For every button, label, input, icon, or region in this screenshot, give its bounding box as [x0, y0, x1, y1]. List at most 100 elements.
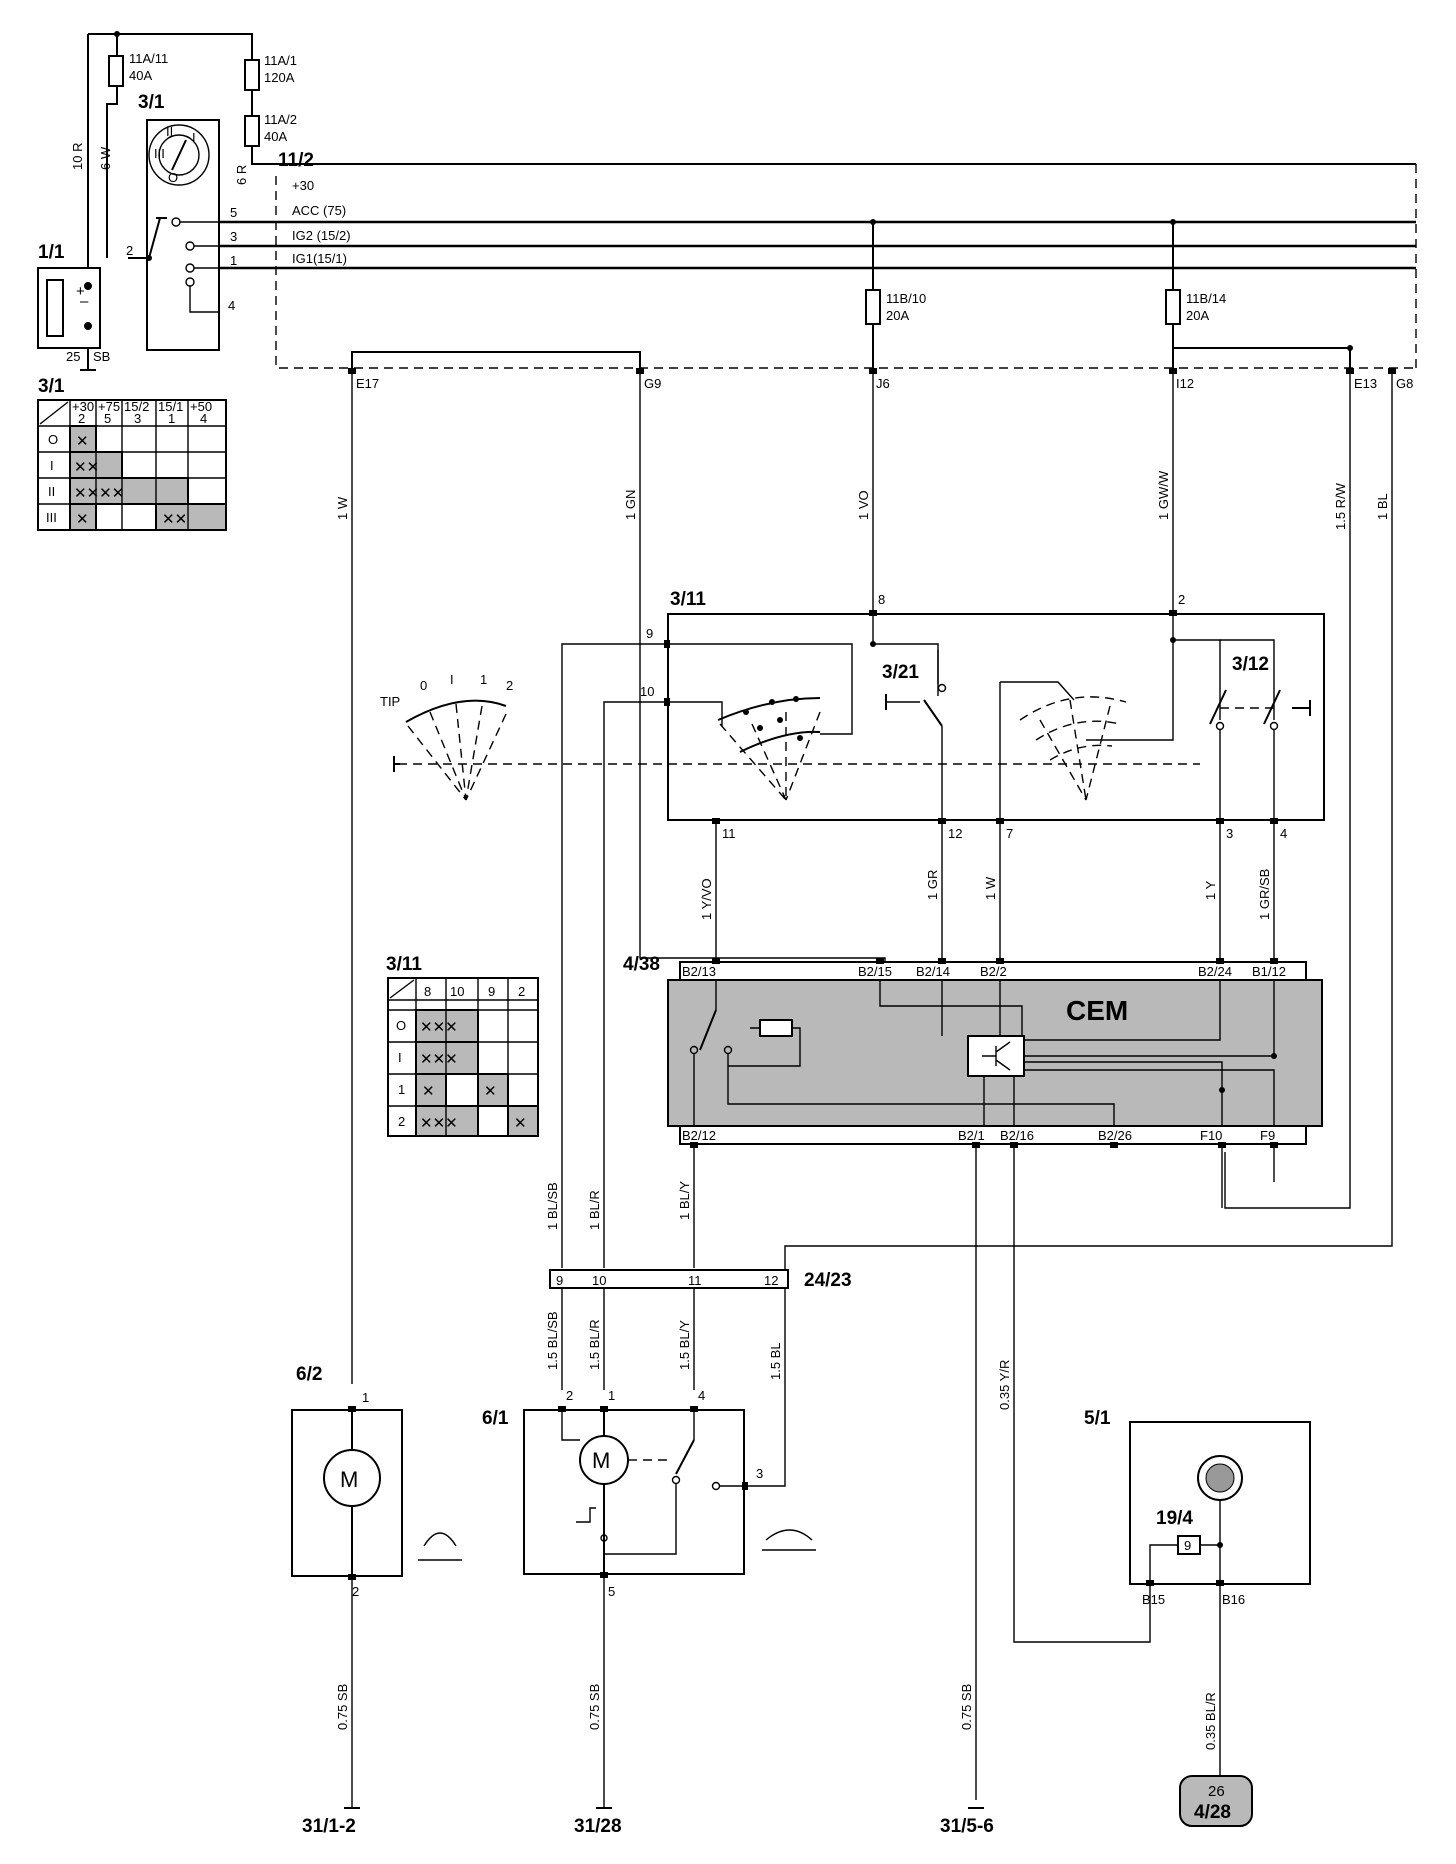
- pin-b224: B2/24: [1198, 964, 1232, 979]
- wiper-pin-5: 5: [608, 1584, 615, 1599]
- harness-verticals: 1 W 1 GN 1 VO 1 GW/W 1.5 R/W 1 BL: [335, 374, 1393, 1384]
- ignition-table-title: 3/1: [38, 376, 65, 397]
- cem-to-connector: 1 BL/SB 1 BL/R 1 BL/Y 0.35 Y/R: [545, 1148, 1275, 1800]
- pos-0: 0: [420, 678, 427, 693]
- switch-312-ref: 3/12: [1232, 654, 1269, 675]
- ignition-pin-3: 3: [230, 229, 237, 244]
- wire-6r-label: 6 R: [234, 165, 249, 185]
- wt-h2: 10: [450, 984, 464, 999]
- pin-b213: B2/13: [682, 964, 716, 979]
- stalk-pin-2: 2: [1178, 592, 1185, 607]
- cem-module: 4/38 CEM B2/13 B2/15 B2/14 B2/2 B2/24 B1…: [623, 954, 1323, 1148]
- ign-h3b: 3: [134, 411, 141, 426]
- fuse-11a2: [244, 115, 260, 147]
- wire-6w-label: 6 W: [98, 146, 113, 170]
- wiper-motor: 6/1 2 1 4 3 5 M 0.75 SB 31/28: [482, 1388, 816, 1837]
- washer-motor-ref: 6/2: [296, 1364, 322, 1385]
- conn-pin-9: 9: [556, 1273, 563, 1288]
- fuse-11b14-rating: 20A: [1186, 308, 1209, 323]
- pin-e13: E13: [1354, 376, 1377, 391]
- svg-text:✕: ✕: [514, 1115, 527, 1132]
- pin-g9: G9: [644, 376, 661, 391]
- wt-r4: 2: [398, 1114, 405, 1129]
- svg-text:II: II: [166, 124, 173, 139]
- wiper-stalk-switch: 3/11 8 2 9 10 3/21: [640, 589, 1325, 841]
- ref-pin: 26: [1208, 1783, 1225, 1800]
- wiper-function-table: 3/11 8 10 9 2 O I 1 2 ✕✕✕ ✕✕✕ ✕ ✕ ✕✕✕ ✕: [386, 954, 539, 1137]
- washer-pin-1: 1: [362, 1390, 369, 1405]
- wt-h4: 2: [518, 984, 525, 999]
- pin-b22: B2/2: [980, 964, 1007, 979]
- pin-i12: I12: [1176, 376, 1194, 391]
- wire-1blsb-label: 1 BL/SB: [545, 1182, 560, 1230]
- wire-1y-label: 1 Y: [1203, 880, 1218, 900]
- wire-1blr-label: 1 BL/R: [587, 1190, 602, 1230]
- ign-h4b: 1: [168, 411, 175, 426]
- ignition-pin-1: 1: [230, 253, 237, 268]
- stalk-pin-9: 9: [646, 626, 653, 641]
- rail-ig2-label: IG2 (15/2): [292, 228, 351, 243]
- stalk-pin-3: 3: [1226, 826, 1233, 841]
- svg-text:✕✕: ✕✕: [162, 511, 187, 528]
- dim-ref: 5/1: [1084, 1408, 1111, 1429]
- cem-name: CEM: [1066, 995, 1128, 1026]
- wire-1gr-label: 1 GR: [925, 870, 940, 900]
- pin-g8: G8: [1396, 376, 1413, 391]
- wt-r1: O: [396, 1018, 406, 1033]
- switch-321-ref: 3/21: [882, 662, 919, 683]
- ign-r4: III: [46, 510, 57, 525]
- ign-h1b: 2: [78, 411, 85, 426]
- ign-h5b: 4: [200, 411, 207, 426]
- wire-1vo-label: 1 VO: [856, 490, 871, 520]
- ign-h2b: 5: [104, 411, 111, 426]
- wire-075b-label: 0.75 SB: [587, 1684, 602, 1730]
- ground-2: 31/28: [574, 1816, 622, 1837]
- wiper-table-title: 3/11: [386, 954, 422, 975]
- pin-f9: F9: [1260, 1128, 1275, 1143]
- wt-r2: I: [398, 1050, 402, 1065]
- svg-text:✕✕: ✕✕: [74, 459, 99, 476]
- battery-wire-color: SB: [93, 349, 110, 364]
- ign-h5: +50: [190, 399, 212, 414]
- pin-b214: B2/14: [916, 964, 950, 979]
- wire-075c-label: 0.75 SB: [959, 1684, 974, 1730]
- stalk-pin-11: 11: [722, 826, 736, 841]
- wire-15bly-label: 1.5 BL/Y: [677, 1320, 692, 1370]
- rain-sensor-pin: 9: [1184, 1538, 1191, 1553]
- svg-text:I: I: [192, 130, 196, 145]
- wire-15bl-label: 1.5 BL: [768, 1342, 783, 1380]
- fuse-11a1: [244, 59, 260, 91]
- wt-h1: 8: [424, 984, 431, 999]
- fuse-box-rails: 11/2 +30 ACC (75) IG2 (15/2) IG1(15/1) 1…: [219, 150, 1417, 391]
- fuse-11a11-rating: 40A: [129, 68, 152, 83]
- ignition-switch-ref: 3/1: [138, 92, 165, 113]
- pin-b15: B15: [1142, 1592, 1165, 1607]
- wiper-motor-ref: 6/1: [482, 1408, 509, 1429]
- svg-text:III: III: [154, 146, 165, 161]
- connector-2423-ref: 24/23: [804, 1270, 852, 1291]
- wiper-pin-3: 3: [756, 1466, 763, 1481]
- ign-h2: +75: [98, 399, 120, 414]
- fuse-11b10-id: 11B/10: [886, 291, 926, 306]
- svg-text:–: –: [80, 293, 89, 310]
- fuse-11b14-id: 11B/14: [1186, 291, 1226, 306]
- conn-pin-12: 12: [764, 1273, 778, 1288]
- wire-15blr-label: 1.5 BL/R: [587, 1319, 602, 1370]
- svg-text:✕: ✕: [484, 1083, 497, 1100]
- wire-1bly-label: 1 BL/Y: [677, 1181, 692, 1220]
- ignition-pin-5: 5: [230, 205, 237, 220]
- wiper-pin-4: 4: [698, 1388, 705, 1403]
- pin-b112: B1/12: [1252, 964, 1286, 979]
- rail-acc-label: ACC (75): [292, 203, 346, 218]
- rail-30-label: +30: [292, 178, 314, 193]
- driver-information-module: 5/1 19/4 9 B15 B16 0.35 BL/R 26 4/28: [1084, 1408, 1311, 1827]
- pin-b21: B2/1: [958, 1128, 985, 1143]
- wire-1gww-label: 1 GW/W: [1156, 470, 1171, 520]
- pin-b216: B2/16: [1000, 1128, 1034, 1143]
- wiper-pin-1: 1: [608, 1388, 615, 1403]
- wire-035yr-label: 0.35 Y/R: [997, 1360, 1012, 1410]
- rain-sensor-ref: 19/4: [1156, 1508, 1193, 1529]
- ignition-pin-2: 2: [126, 243, 133, 258]
- pos-2: 2: [506, 678, 513, 693]
- pin-b212: B2/12: [682, 1128, 716, 1143]
